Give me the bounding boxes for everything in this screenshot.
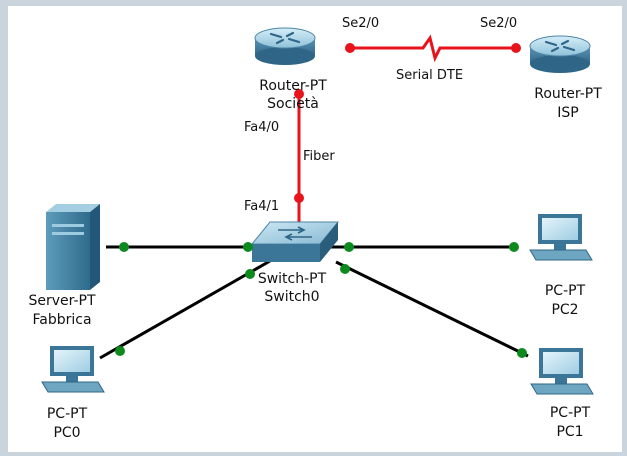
port-indicator-red [511,43,521,53]
link-label: Serial DTE [396,68,464,83]
device-type-label: PC-PT [544,283,586,299]
port-indicator-green [119,242,129,252]
router-icon[interactable] [254,27,316,65]
port-indicator-green [243,242,253,252]
device-type-label: Router-PT [259,78,327,94]
port-indicator-green [517,348,527,358]
port-indicator-red [345,43,355,53]
device-name-label: Switch0 [264,289,320,305]
port-label: Se2/0 [342,16,380,31]
link-label: Fiber [303,149,335,164]
pc-icon[interactable] [529,214,593,261]
topology-canvas[interactable] [8,6,622,452]
server-icon[interactable] [46,204,100,290]
device-name-label: Società [267,96,319,112]
port-indicator-red [294,193,304,203]
port-indicator-green [245,269,255,279]
device-name-label: ISP [557,105,579,121]
switch-icon[interactable] [250,221,340,262]
port-label: Se2/0 [480,16,518,31]
pc-icon[interactable] [530,348,594,395]
port-indicator-green [340,264,350,274]
network-workspace[interactable]: Se2/0 Se2/0 Serial DTE Fa4/0 Fiber Fa4/1… [8,6,622,452]
port-label: Fa4/1 [244,199,280,214]
ethernet-link-pc0[interactable] [99,259,271,360]
ethernet-link-pc1[interactable] [335,260,529,358]
port-indicator-green [344,242,354,252]
pc-icon[interactable] [41,346,105,393]
device-type-label: PC-PT [549,405,591,421]
device-name-label: PC0 [53,425,81,441]
serial-link[interactable] [350,34,516,63]
device-name-label: PC1 [556,424,584,440]
port-indicator-green [115,346,125,356]
device-name-label: PC2 [551,302,579,318]
port-indicator-green [509,242,519,252]
device-name-label: Fabbrica [32,312,92,328]
device-type-label: Server-PT [28,293,96,309]
router-icon[interactable] [529,35,591,73]
device-type-label: PC-PT [46,406,88,422]
port-label: Fa4/0 [244,120,280,135]
port-indicator-red [294,89,304,99]
device-type-label: Switch-PT [257,271,327,287]
device-type-label: Router-PT [534,86,602,102]
